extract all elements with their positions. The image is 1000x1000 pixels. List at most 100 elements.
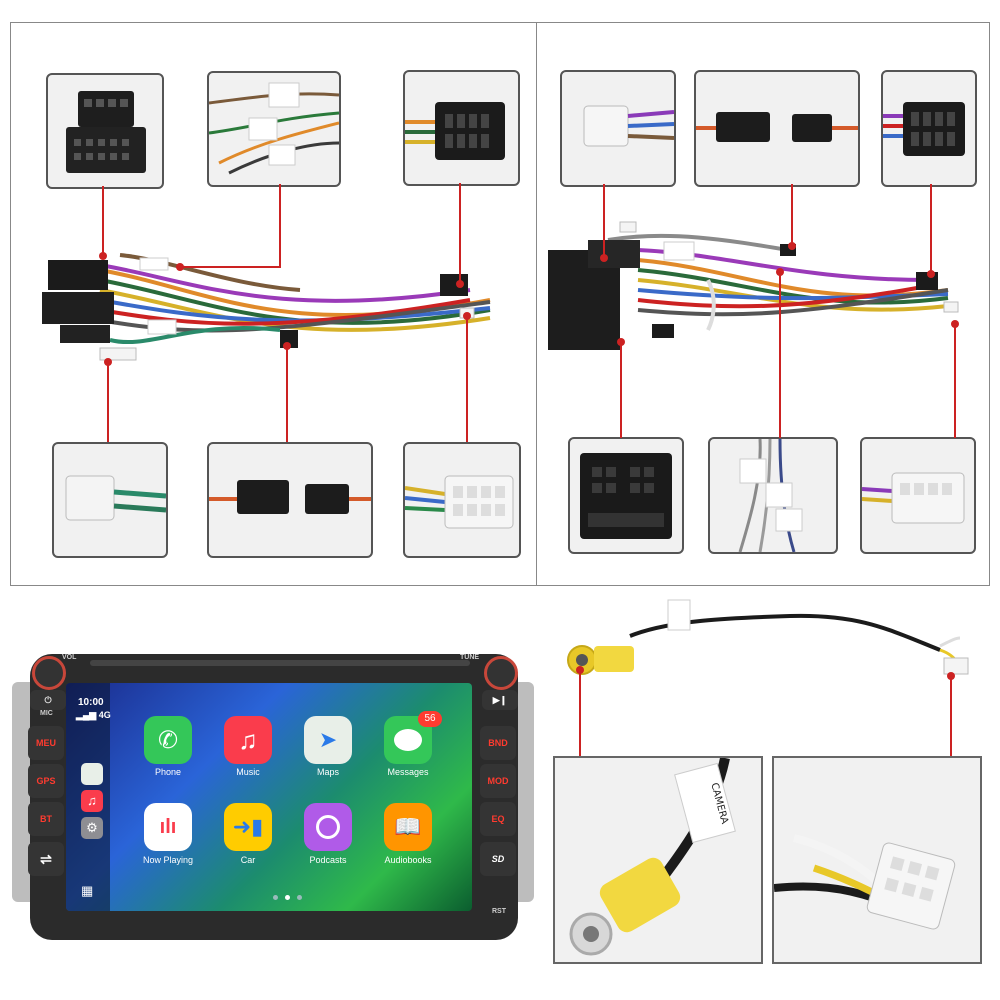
- gps-button[interactable]: GPS: [28, 764, 64, 798]
- 16pin-black-connector-image: [405, 102, 505, 160]
- podcasts-app-icon[interactable]: [304, 803, 352, 851]
- iso-wiring-harness: [42, 253, 491, 361]
- white-connector-thumb-right: [860, 437, 976, 554]
- page-dot[interactable]: [273, 895, 278, 900]
- leader-line: [603, 184, 605, 258]
- tune-label: TUNE: [460, 654, 480, 661]
- now-playing-app-label: Now Playing: [142, 855, 194, 865]
- iso-connector-thumb: [46, 73, 164, 189]
- music-app-icon[interactable]: ♫: [224, 716, 272, 764]
- messages-app-label: Messages: [387, 767, 429, 777]
- network-label: 4G: [98, 710, 111, 720]
- leader-line: [279, 184, 281, 268]
- usb-icon: ⇌: [40, 850, 52, 867]
- audiobooks-app-icon[interactable]: 📖: [384, 803, 432, 851]
- white-2pin-connector-thumb: [52, 442, 168, 558]
- car-app-icon[interactable]: ➜▮: [224, 803, 272, 851]
- car-app-label: Car: [240, 855, 256, 865]
- dock-maps-icon[interactable]: [81, 763, 103, 785]
- leader-dot: [463, 312, 471, 320]
- phone-app-label: Phone: [154, 767, 182, 777]
- camera-cable: [567, 599, 969, 675]
- eq-button[interactable]: EQ: [480, 802, 516, 836]
- leader-line: [779, 272, 781, 438]
- maps-app-label: Maps: [316, 767, 339, 777]
- play-pause-button[interactable]: ▶❙: [482, 690, 518, 710]
- sd-slot[interactable]: SD: [480, 842, 516, 876]
- disc-slot: [90, 660, 470, 666]
- leader-dot: [927, 270, 935, 278]
- quadlock-connector-image: [580, 453, 672, 539]
- leader-dot: [951, 320, 959, 328]
- exit-door-icon: ➜▮: [232, 814, 264, 839]
- white-connector-purple-wires-image: [583, 105, 674, 147]
- dock-music-icon[interactable]: ♫: [81, 790, 103, 812]
- page-dot[interactable]: [297, 895, 302, 900]
- audiobooks-app-label: Audiobooks: [384, 855, 432, 865]
- mod-button[interactable]: MOD: [480, 764, 516, 798]
- leader-line: [102, 186, 104, 256]
- waveform-icon: ılı: [159, 815, 177, 838]
- 16pin-black-connector-image-right: [883, 102, 965, 156]
- dock-settings-icon[interactable]: ⚙: [81, 817, 103, 839]
- leader-line: [791, 184, 793, 246]
- camera-connector-closeup-image: [774, 834, 956, 930]
- speech-bubble-icon: [394, 729, 422, 751]
- page-dot-active[interactable]: [285, 895, 290, 900]
- white-16pin-connector-image: [405, 475, 514, 529]
- white-connector-image-right: [862, 472, 965, 524]
- black-2pin-connector-pair-image: [209, 480, 371, 514]
- tune-knob[interactable]: [484, 656, 518, 690]
- leader-line: [286, 346, 288, 442]
- leader-line: [950, 676, 952, 756]
- leader-dot: [283, 342, 291, 350]
- leader-dot: [104, 358, 112, 366]
- leader-line: [954, 324, 956, 438]
- leader-line: [180, 266, 281, 268]
- bt-button[interactable]: BT: [28, 802, 64, 836]
- messages-badge: 56: [418, 711, 442, 727]
- black-2pin-pair-image-right: [696, 112, 858, 142]
- podcasts-app-label: Podcasts: [309, 855, 347, 865]
- mic-label: MIC: [40, 710, 53, 717]
- rst-button[interactable]: RST: [492, 908, 506, 915]
- camera-connector-closeup-thumb: [772, 756, 982, 964]
- leader-dot: [576, 666, 584, 674]
- leader-dot: [788, 242, 796, 250]
- carplay-screen: 10:00 ▂▄▆ 4G ♫ ⚙ ▦ ✆ Phone ♫ Music ➤ Map…: [66, 683, 472, 911]
- podcast-icon: [316, 815, 340, 839]
- white-16pin-connector-thumb: [403, 442, 521, 558]
- quadlock-wiring-harness: [548, 221, 959, 350]
- leader-line: [466, 316, 468, 442]
- leader-line: [107, 362, 109, 442]
- leader-dot: [99, 252, 107, 260]
- maps-app-icon[interactable]: ➤: [304, 716, 352, 764]
- leader-line: [579, 670, 581, 756]
- maps-pin-icon: ➤: [318, 727, 338, 752]
- power-mute-button[interactable]: ⏻: [30, 690, 66, 710]
- tagged-wires-image: [209, 82, 339, 175]
- tagged-wires-thumb-right: [708, 437, 838, 554]
- bnd-button[interactable]: BND: [480, 726, 516, 760]
- leader-line: [930, 184, 932, 274]
- quadlock-connector-thumb: [568, 437, 684, 554]
- meu-button[interactable]: MEU: [28, 726, 64, 760]
- volume-knob[interactable]: [32, 656, 66, 690]
- tagged-wires-image-right: [738, 439, 803, 552]
- leader-dot: [947, 672, 955, 680]
- black-2pin-connector-pair-thumb: [207, 442, 373, 558]
- phone-app-icon[interactable]: ✆: [144, 716, 192, 764]
- leader-line: [620, 342, 622, 438]
- rca-plug-closeup-thumb: CAMERA: [553, 756, 763, 964]
- rca-plug-closeup-image: [569, 758, 736, 956]
- leader-dot: [617, 338, 625, 346]
- now-playing-app-icon[interactable]: ılı: [144, 803, 192, 851]
- white-2pin-connector-image: [65, 475, 166, 521]
- vol-label: VOL: [62, 654, 77, 661]
- dashboard-icon[interactable]: ▦: [81, 883, 94, 898]
- 16pin-black-connector-thumb: [403, 70, 520, 186]
- usb-port[interactable]: ⇌: [28, 842, 64, 876]
- signal-icon: ▂▄▆: [76, 710, 97, 720]
- iso-connector-image: [66, 91, 146, 173]
- status-network: ▂▄▆ 4G: [76, 710, 111, 721]
